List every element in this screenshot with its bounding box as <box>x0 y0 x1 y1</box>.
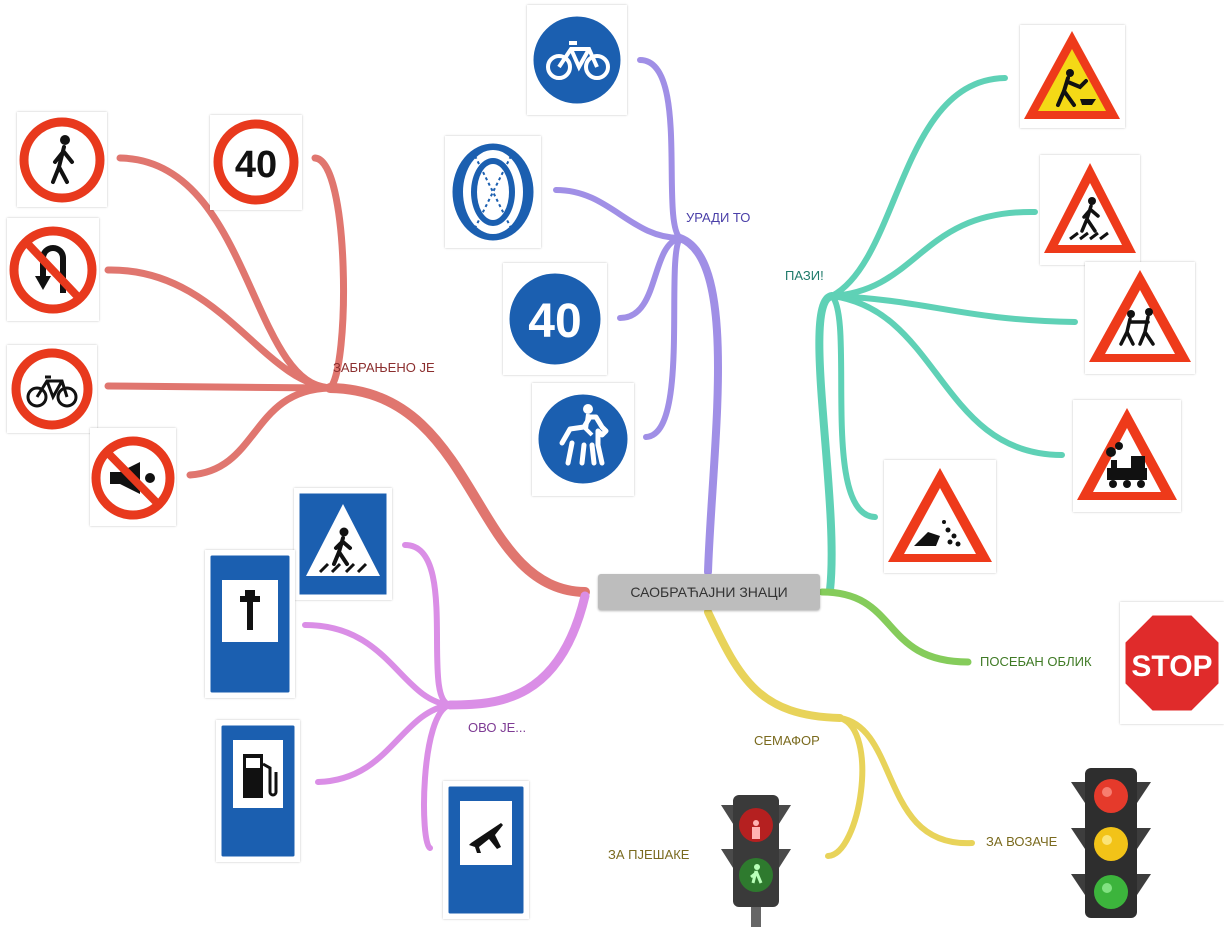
branch-label-traffic-light[interactable]: СЕМАФОР <box>754 733 820 748</box>
bicycle-path-sign-icon <box>527 5 627 115</box>
snow-chains-sign-icon <box>445 136 541 248</box>
stop-sign-text: STOP <box>1131 650 1212 683</box>
central-topic[interactable]: САОБРАЋАЈНИ ЗНАЦИ <box>598 574 820 610</box>
sub-label-for-drivers[interactable]: ЗА ВОЗАЧЕ <box>986 834 1058 849</box>
no-horn-sign-icon <box>90 428 176 526</box>
fuel-station-sign-icon <box>216 720 300 862</box>
pedestrian-crossing-warning-icon <box>1040 155 1140 265</box>
minimum-speed-40-sign-icon: 40 <box>503 263 607 375</box>
no-u-turn-sign-icon <box>7 218 99 321</box>
service-station-sign-icon <box>205 550 295 698</box>
central-topic-label: САОБРАЋАЈНИ ЗНАЦИ <box>630 584 788 600</box>
speed-limit-40-sign-icon: 40 <box>210 115 302 210</box>
branch-label-this-is[interactable]: ОВО ЈЕ... <box>468 720 527 735</box>
sub-label-for-pedestrians[interactable]: ЗА ПЈЕШАКЕ <box>608 847 690 862</box>
loose-gravel-warning-icon <box>884 460 996 573</box>
train-crossing-warning-icon <box>1073 400 1181 512</box>
branch-label-forbidden[interactable]: ЗАБРАЊЕНО ЈЕ <box>333 360 435 375</box>
branch-label-do-this[interactable]: УРАДИ ТО <box>686 210 751 225</box>
airport-sign-icon <box>443 781 529 919</box>
road-works-sign-icon <box>1020 25 1125 128</box>
horse-riders-sign-icon <box>532 383 634 496</box>
no-pedestrians-sign-icon <box>17 112 107 207</box>
no-bicycles-sign-icon <box>7 345 97 433</box>
stop-sign-icon: STOP <box>1120 602 1224 724</box>
children-warning-icon <box>1085 262 1195 374</box>
vehicle-traffic-light-icon <box>1063 762 1159 924</box>
crosswalk-sign-icon <box>294 488 392 600</box>
branch-label-caution[interactable]: ПАЗИ! <box>785 268 824 283</box>
minimum-speed-40-text: 40 <box>528 295 581 348</box>
pedestrian-traffic-light-icon <box>695 787 817 929</box>
speed-limit-40-text: 40 <box>235 144 277 186</box>
branch-label-special-shape[interactable]: ПОСЕБАН ОБЛИК <box>980 654 1092 669</box>
